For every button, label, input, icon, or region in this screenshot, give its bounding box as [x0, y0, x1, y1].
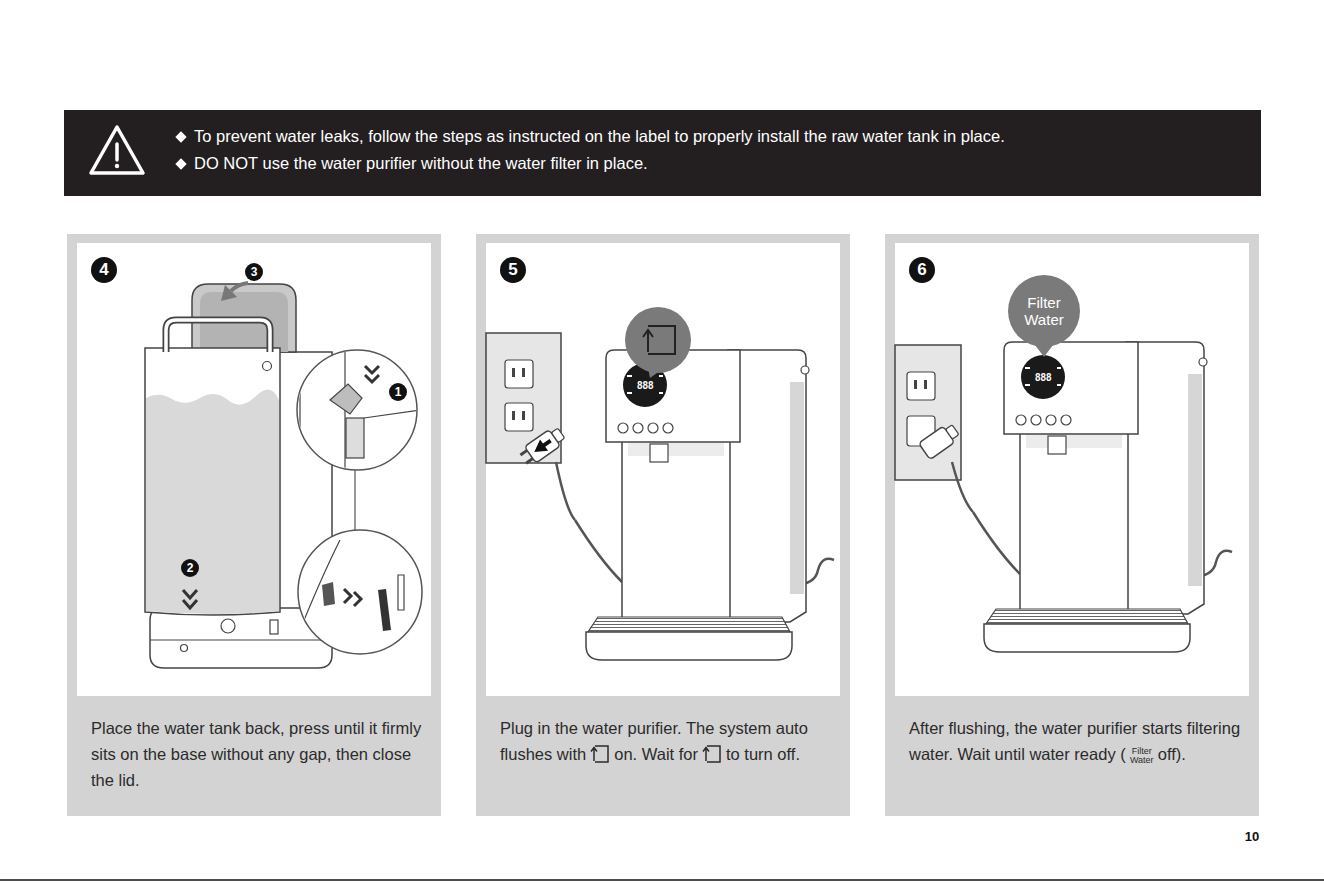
bullet-diamond [175, 158, 186, 169]
flush-icon [702, 744, 722, 764]
number-text: 5 [508, 260, 517, 280]
inline-indicator: Filter Water [1127, 747, 1157, 765]
flush-icon-frame [707, 746, 720, 762]
number-text: 2 [187, 561, 194, 575]
step-panel: Place the water tank back, press until i… [67, 234, 441, 816]
warning-line: DO NOT use the water purifier without th… [175, 153, 648, 173]
flush-icon-frame [595, 746, 608, 762]
warning-text: DO NOT use the water purifier without th… [194, 154, 648, 172]
step-panel: Plug in the water purifier. The system a… [476, 234, 850, 816]
flush-icon-arrow [591, 748, 597, 762]
step-number: 5 [500, 257, 526, 283]
page-number: 10 [1245, 829, 1259, 844]
number-text: 1 [395, 385, 402, 399]
inline-icon [590, 744, 610, 764]
flush-icon [590, 744, 610, 764]
step-number: 6 [909, 257, 935, 283]
illustration-area [486, 243, 840, 696]
status-bubble: Filter Water [1008, 275, 1080, 347]
caption-text: Place the water tank back, press until i… [91, 719, 421, 789]
flush-icon-arrow [703, 748, 709, 762]
number-text: 3 [251, 265, 258, 279]
step-caption: After flushing, the water purifier start… [909, 715, 1243, 767]
illustration-area [77, 243, 431, 696]
warning-banner: To prevent water leaks, follow the steps… [64, 110, 1261, 196]
status-text: Filter Water [1017, 294, 1071, 328]
caption-text: to turn off. [726, 745, 800, 763]
inline-icon [702, 744, 722, 764]
number-text: 6 [917, 260, 926, 280]
step-number: 4 [91, 257, 117, 283]
number-text: 4 [99, 260, 108, 280]
callout-number: 3 [245, 263, 263, 281]
callout-number: 1 [389, 383, 407, 401]
warning-line: To prevent water leaks, follow the steps… [175, 126, 1005, 146]
bullet-diamond [175, 131, 186, 142]
caption-text: off). [1158, 745, 1186, 763]
callout-number: 2 [181, 559, 199, 577]
step-caption: Plug in the water purifier. The system a… [500, 715, 834, 767]
step-panel: After flushing, the water purifier start… [885, 234, 1259, 816]
warning-text: To prevent water leaks, follow the steps… [194, 127, 1005, 145]
display-digits: 888 [1035, 372, 1052, 383]
caption-text: After flushing, the water purifier start… [909, 719, 1240, 763]
display-digits: 888 [637, 380, 654, 391]
caption-text: on. Wait for [614, 745, 698, 763]
page-rule [0, 879, 1324, 881]
step-caption: Place the water tank back, press until i… [91, 715, 425, 793]
